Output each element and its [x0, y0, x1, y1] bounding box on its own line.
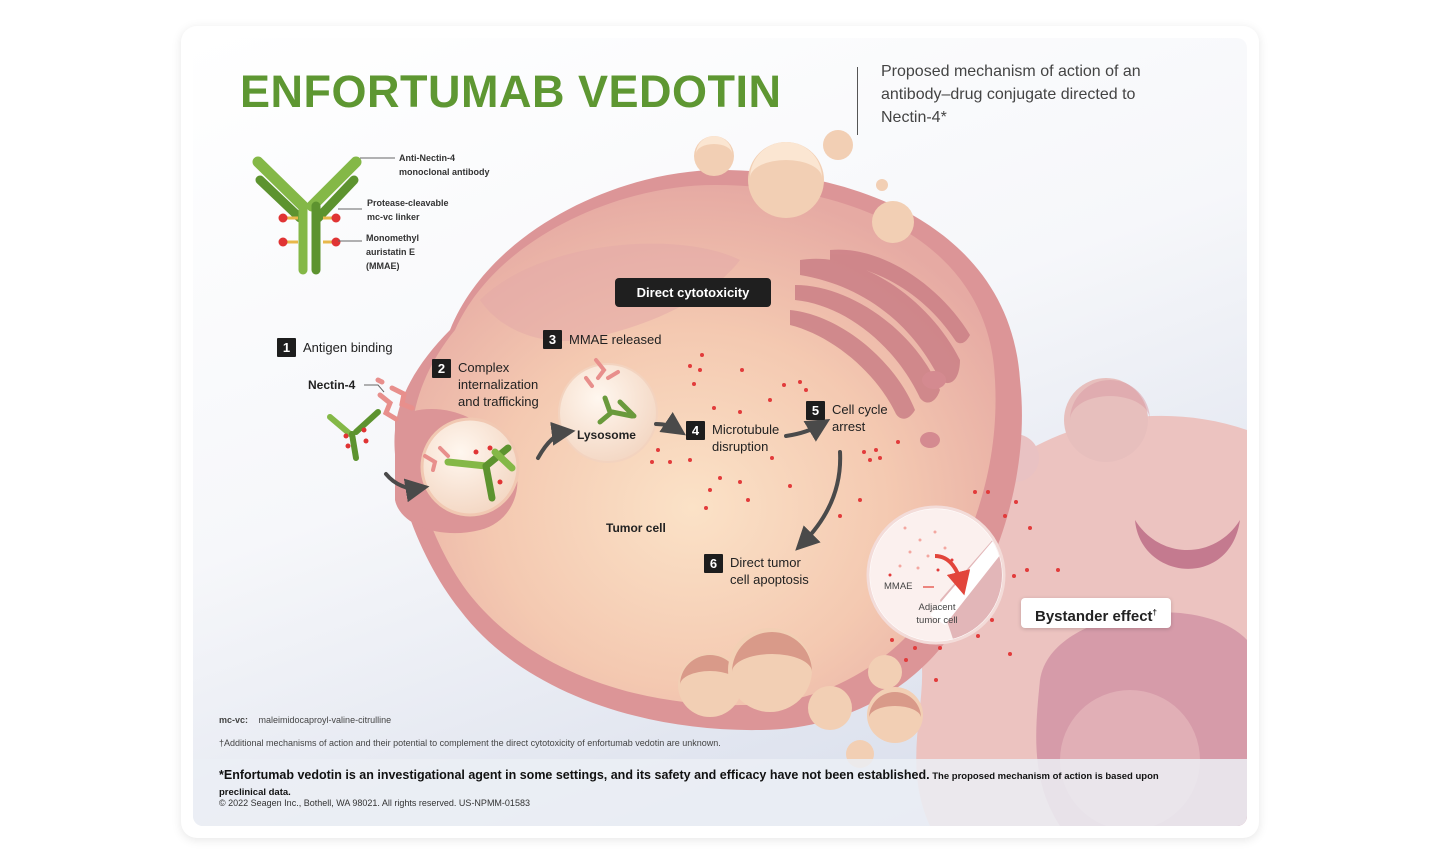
process-arrows [384, 412, 843, 551]
footer-bold-text: *Enfortumab vedotin is an investigationa… [219, 768, 930, 782]
step-5: 5 Cell cycle arrest [806, 401, 896, 435]
abbreviation-key: mc-vc: [219, 715, 249, 725]
step-number: 5 [806, 401, 825, 420]
adjacent-label-line-1: Adjacent [918, 602, 956, 613]
legend-payload: Monomethyl auristatin E (MMAE) [366, 231, 419, 273]
step-text: MMAE released [569, 332, 662, 347]
nectin-4-receptors [375, 377, 415, 422]
step-number: 4 [686, 421, 705, 440]
lysosome [558, 358, 658, 463]
step-4: 4 Microtubule disruption [686, 421, 786, 455]
nectin-label: Nectin-4 [308, 378, 356, 392]
legend-payload-line-2: auristatin E [366, 247, 416, 257]
step-text: Cell cycle arrest [832, 402, 888, 434]
step-text: Antigen binding [303, 340, 393, 355]
legend-antibody-line-2: monoclonal antibody [399, 167, 490, 177]
direct-cytotoxicity-label: Direct cytotoxicity [615, 278, 771, 307]
step-number: 3 [543, 330, 562, 349]
legend-payload-line-1: Monomethyl [366, 233, 419, 243]
antibody-icon [252, 156, 395, 275]
abbreviation-value: maleimidocaproyl-valine-citrulline [258, 715, 392, 725]
page-title: ENFORTUMAB VEDOTIN [240, 66, 782, 117]
page-subtitle: Proposed mechanism of action of an antib… [881, 63, 1141, 126]
surface-vesicles [678, 130, 923, 768]
footer-band [193, 759, 1247, 826]
legend-antibody-line-1: Anti-Nectin-4 [399, 153, 455, 163]
internalized-antibody [423, 444, 516, 502]
title-divider [857, 67, 858, 135]
free-antibody [327, 409, 381, 461]
legend-linker-line-2: mc-vc linker [367, 212, 420, 222]
abbreviation-note: mc-vc: maleimidocaproyl-valine-citrullin… [219, 715, 391, 725]
legend-payload-line-3: (MMAE) [366, 261, 400, 271]
step-3: 3 MMAE released [543, 330, 661, 349]
legend-antibody: Anti-Nectin-4 monoclonal antibody [399, 151, 490, 179]
step-number: 6 [704, 554, 723, 573]
legend-linker-line-1: Protease-cleavable [367, 198, 449, 208]
copyright: © 2022 Seagen Inc., Bothell, WA 98021. A… [219, 798, 530, 808]
step-number: 2 [432, 359, 451, 378]
step-text: Direct tumor cell apoptosis [730, 555, 809, 587]
legend-linker: Protease-cleavable mc-vc linker [367, 196, 449, 224]
mmae-label: MMAE [884, 581, 913, 592]
bystander-text: Bystander effect [1035, 608, 1153, 625]
mmae-particles [650, 353, 1060, 682]
lysosome-label: Lysosome [577, 428, 636, 442]
bystander-dagger: † [1152, 608, 1157, 617]
adjacent-tumor-label: Adjacent tumor cell [905, 601, 969, 627]
step-6: 6 Direct tumor cell apoptosis [704, 554, 814, 588]
step-text: Microtubule disruption [712, 422, 780, 454]
step-number: 1 [277, 338, 296, 357]
step-1: 1 Antigen binding [277, 338, 393, 357]
adjacent-label-line-2: tumor cell [916, 615, 958, 626]
bystander-effect-label: Bystander effect† [1021, 598, 1171, 628]
tumor-cell-label: Tumor cell [606, 521, 666, 535]
step-2: 2 Complex internalization and traffickin… [432, 359, 562, 410]
dagger-note: †Additional mechanisms of action and the… [219, 738, 721, 748]
step-text: Complex internalization and trafficking [458, 360, 539, 409]
footer-disclaimer: *Enfortumab vedotin is an investigationa… [219, 768, 1179, 800]
footer-small-text: The proposed mechanism of action is base… [219, 771, 1159, 798]
